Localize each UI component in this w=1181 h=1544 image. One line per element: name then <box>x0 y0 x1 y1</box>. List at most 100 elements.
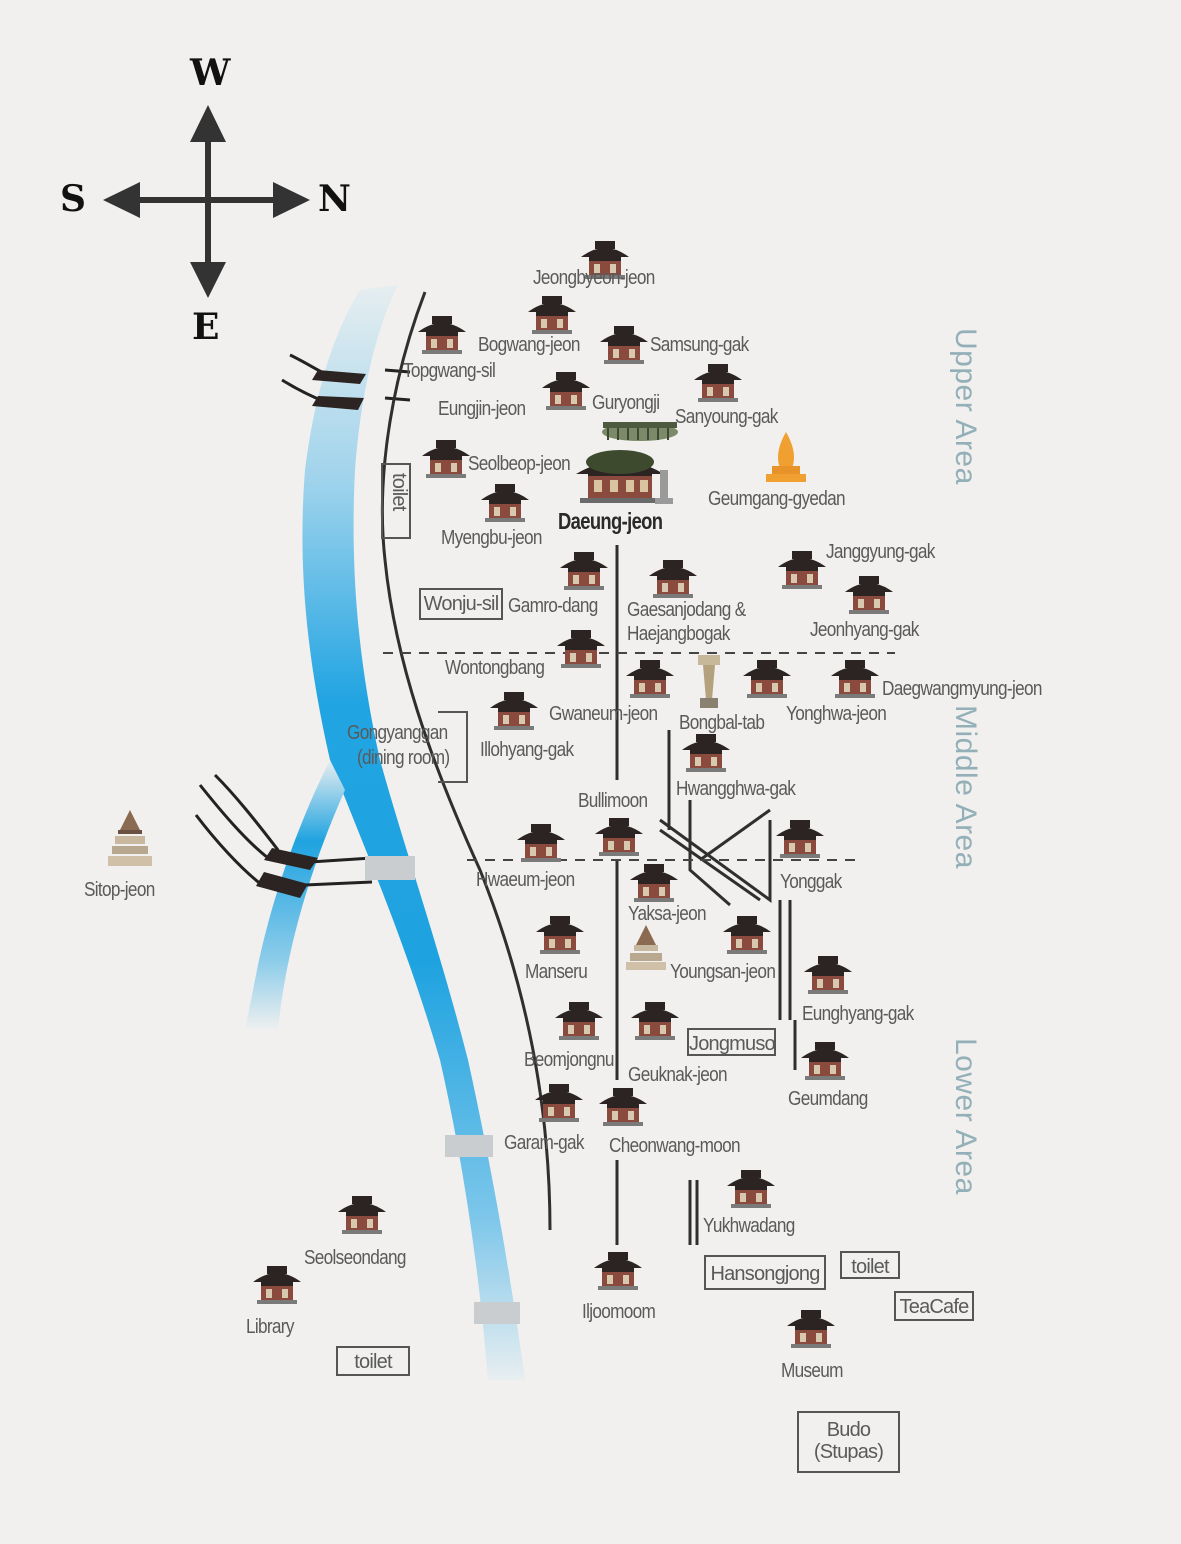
label-geumdang[interactable]: Geumdang <box>788 1088 868 1110</box>
youngsan-pagoda-icon <box>626 925 666 970</box>
building-icon-topgwang[interactable] <box>418 316 466 354</box>
building-icons <box>253 241 893 1348</box>
label-geuknak-jeon[interactable]: Geuknak-jeon <box>628 1064 728 1086</box>
box-hansongjong[interactable]: Hansongjong <box>704 1255 826 1290</box>
building-icon-gwaneum[interactable] <box>626 660 674 698</box>
label-illohyang-gak[interactable]: Illohyang-gak <box>480 739 574 761</box>
compass-east: E <box>192 306 220 348</box>
label-yukhwadang[interactable]: Yukhwadang <box>703 1215 795 1237</box>
building-icon-iljoomoom[interactable] <box>594 1252 642 1290</box>
label-museum[interactable]: Museum <box>781 1360 844 1382</box>
box-gongyanggan[interactable] <box>438 711 468 783</box>
building-icon-bogwang[interactable] <box>528 296 576 334</box>
area-upper-label: Upper Area <box>949 328 982 485</box>
label-gamro-dang[interactable]: Gamro-dang <box>508 595 598 617</box>
building-icon-jeonhyang[interactable] <box>845 576 893 614</box>
label-yonghwa-jeon[interactable]: Yonghwa-jeon <box>786 703 887 725</box>
label-sitop-jeon[interactable]: Sitop-jeon <box>84 879 155 901</box>
building-icon-geumdang[interactable] <box>801 1042 849 1080</box>
bridge-upper-deck <box>312 370 366 410</box>
box-jongmuso[interactable]: Jongmuso <box>687 1028 776 1056</box>
building-icon-library[interactable] <box>253 1266 301 1304</box>
building-icon-myengbu[interactable] <box>481 484 529 522</box>
label-gwaneum-jeon[interactable]: Gwaneum-jeon <box>549 703 658 725</box>
label-guryongji[interactable]: Guryongji <box>592 392 660 414</box>
building-icon-jeongbyeon[interactable] <box>581 241 629 279</box>
area-middle-label: Middle Area <box>949 705 982 869</box>
building-icon-yonggak[interactable] <box>776 820 824 858</box>
label-jeonhyang-gak[interactable]: Jeonhyang-gak <box>810 619 919 641</box>
building-icon-yukhwadang[interactable] <box>727 1170 775 1208</box>
box-toilet-left[interactable]: toilet <box>336 1346 410 1376</box>
label-yonggak[interactable]: Yonggak <box>780 871 842 893</box>
building-icon-eunghyang[interactable] <box>804 956 852 994</box>
building-icon-geuknak[interactable] <box>631 1002 679 1040</box>
building-icon-beomjongnu[interactable] <box>555 1002 603 1040</box>
building-icon-hwangghwa[interactable] <box>682 734 730 772</box>
label-gaesanjodang[interactable]: Gaesanjodang & <box>627 599 746 621</box>
building-icon-garam[interactable] <box>535 1084 583 1122</box>
box-wonju-sil[interactable]: Wonju-sil <box>419 588 503 620</box>
box-toilet-right[interactable]: toilet <box>840 1251 900 1279</box>
building-icon-janggyung[interactable] <box>778 551 826 589</box>
building-icon-cheonwang[interactable] <box>599 1088 647 1126</box>
label-youngsan-jeon[interactable]: Youngsan-jeon <box>670 961 776 983</box>
building-icon-seolbeop[interactable] <box>422 440 470 478</box>
label-eunghyang-gak[interactable]: Eunghyang-gak <box>802 1003 914 1025</box>
label-jeongbyeon-jeon[interactable]: Jeongbyeon-jeon <box>533 267 655 289</box>
building-icon-manseru[interactable] <box>536 916 584 954</box>
building-icon-illohyang[interactable] <box>490 692 538 730</box>
building-icon-daegwang[interactable] <box>831 660 879 698</box>
building-icon-gaesan[interactable] <box>649 560 697 598</box>
building-icon-seolseondang[interactable] <box>338 1196 386 1234</box>
label-seolseondang[interactable]: Seolseondang <box>304 1247 406 1269</box>
label-topgwang-sil[interactable]: Topgwang-sil <box>403 360 496 382</box>
label-bullimoon[interactable]: Bullimoon <box>578 790 648 812</box>
label-eungjin-jeon[interactable]: Eungjin-jeon <box>438 398 526 420</box>
label-bongbal-tab[interactable]: Bongbal-tab <box>679 712 765 734</box>
label-myengbu-jeon[interactable]: Myengbu-jeon <box>441 527 542 549</box>
label-bogwang-jeon[interactable]: Bogwang-jeon <box>478 334 580 356</box>
label-beomjongnu[interactable]: Beomjongnu <box>524 1049 614 1071</box>
label-cheonwang-moon[interactable]: Cheonwang-moon <box>609 1135 741 1157</box>
label-daegwangmyung-jeon[interactable]: Daegwangmyung-jeon <box>882 678 1042 700</box>
building-icon-gamro[interactable] <box>560 552 608 590</box>
building-icon-wontongbang[interactable] <box>557 630 605 668</box>
box-toilet-upper[interactable]: toilet <box>381 463 411 539</box>
area-lower-label: Lower Area <box>949 1038 982 1195</box>
building-icon-eungjin[interactable] <box>542 372 590 410</box>
building-icon-yaksa[interactable] <box>630 864 678 902</box>
building-icon-bullimoon[interactable] <box>595 818 643 856</box>
building-icon-yonghwa[interactable] <box>743 660 791 698</box>
building-icon-museum[interactable] <box>787 1310 835 1348</box>
building-icon-sanyoung[interactable] <box>694 364 742 402</box>
daeung-jeon-building[interactable] <box>576 450 664 503</box>
label-hwaeum-jeon[interactable]: Hwaeum-jeon <box>476 869 575 891</box>
box-teacafe[interactable]: TeaCafe <box>894 1291 974 1321</box>
label-library[interactable]: Library <box>246 1316 294 1338</box>
label-haejangbogak[interactable]: Haejangbogak <box>627 623 730 645</box>
label-samsung-gak[interactable]: Samsung-gak <box>650 334 749 356</box>
label-wontongbang[interactable]: Wontongbang <box>445 657 545 679</box>
building-icon-hwaeum[interactable] <box>517 824 565 862</box>
label-iljoomoom[interactable]: Iljoomoom <box>582 1301 656 1323</box>
label-geumgang-gyedan[interactable]: Geumgang-gyedan <box>708 488 846 510</box>
small-pagoda-icon <box>655 470 673 504</box>
label-seolbeop-jeon[interactable]: Seolbeop-jeon <box>468 453 571 475</box>
label-sanyoung-gak[interactable]: Sanyoung-gak <box>675 406 778 428</box>
bridge-lower <box>194 773 373 887</box>
label-gongyanggan[interactable]: Gongyanggan <box>347 722 448 744</box>
bridge-lower-deck <box>256 848 520 1324</box>
box-budo[interactable]: Budo (Stupas) <box>797 1411 900 1473</box>
label-manseru[interactable]: Manseru <box>525 961 588 983</box>
building-icon-samsung[interactable] <box>600 326 648 364</box>
label-toilet-upper: toilet <box>388 473 410 511</box>
building-icon-youngsan[interactable] <box>723 916 771 954</box>
label-dining-room[interactable]: (dining room) <box>357 747 450 769</box>
label-janggyung-gak[interactable]: Janggyung-gak <box>826 541 935 563</box>
label-yaksa-jeon[interactable]: Yaksa-jeon <box>628 903 707 925</box>
label-garam-gak[interactable]: Garam-gak <box>504 1132 585 1154</box>
label-hwangghwa-gak[interactable]: Hwangghwa-gak <box>676 778 796 800</box>
label-daeung-jeon[interactable]: Daeung-jeon <box>558 508 663 534</box>
